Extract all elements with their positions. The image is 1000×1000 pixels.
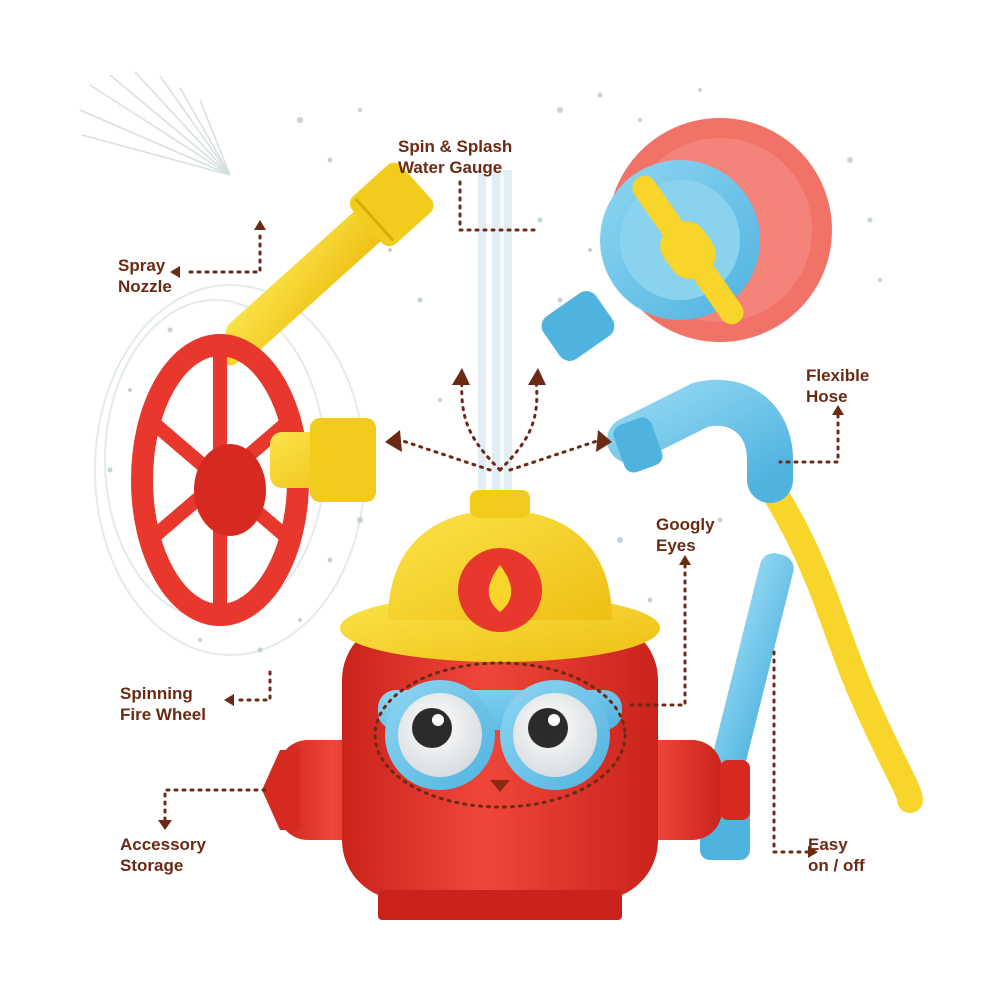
center-water-jet: [478, 170, 512, 500]
gauge-yellow-pointer: [632, 175, 744, 325]
nozzle-water-spray: [79, 71, 231, 176]
label-spinning-fire-wheel: Spinning Fire Wheel: [120, 683, 206, 725]
water-gauge: [541, 118, 832, 361]
fire-wheel: [131, 334, 376, 626]
label-line: Accessory: [120, 835, 207, 854]
label-line: Googly: [656, 515, 715, 534]
fire-helmet: [340, 490, 660, 662]
callout-lines: [163, 180, 840, 854]
label-flexible-hose: Flexible Hose: [806, 365, 869, 407]
callout-arrowheads: [158, 220, 844, 858]
label-line: Spinning: [120, 684, 193, 703]
label-line: Spin & Splash: [398, 137, 513, 156]
label-googly-eyes: Googly Eyes: [656, 514, 715, 556]
label-line: Fire Wheel: [120, 705, 206, 724]
label-line: Water Gauge: [398, 158, 503, 177]
label-line: Easy: [808, 835, 848, 854]
label-line: Eyes: [656, 536, 696, 555]
label-spin-splash-water-gauge: Spin & Splash Water Gauge: [398, 136, 512, 178]
label-accessory-storage: Accessory Storage: [120, 834, 206, 876]
label-line: Hose: [806, 387, 848, 406]
label-line: on / off: [808, 856, 865, 875]
flexible-hose: [607, 379, 923, 813]
label-easy-on-off: Easy on / off: [808, 834, 865, 876]
label-line: Spray: [118, 256, 166, 275]
hydrant-body: [262, 620, 750, 920]
label-line: Nozzle: [118, 277, 172, 296]
googly-eyes: [378, 680, 622, 792]
label-spray-nozzle: Spray Nozzle: [118, 255, 172, 297]
label-line: Flexible: [806, 366, 870, 385]
label-line: Storage: [120, 856, 184, 875]
